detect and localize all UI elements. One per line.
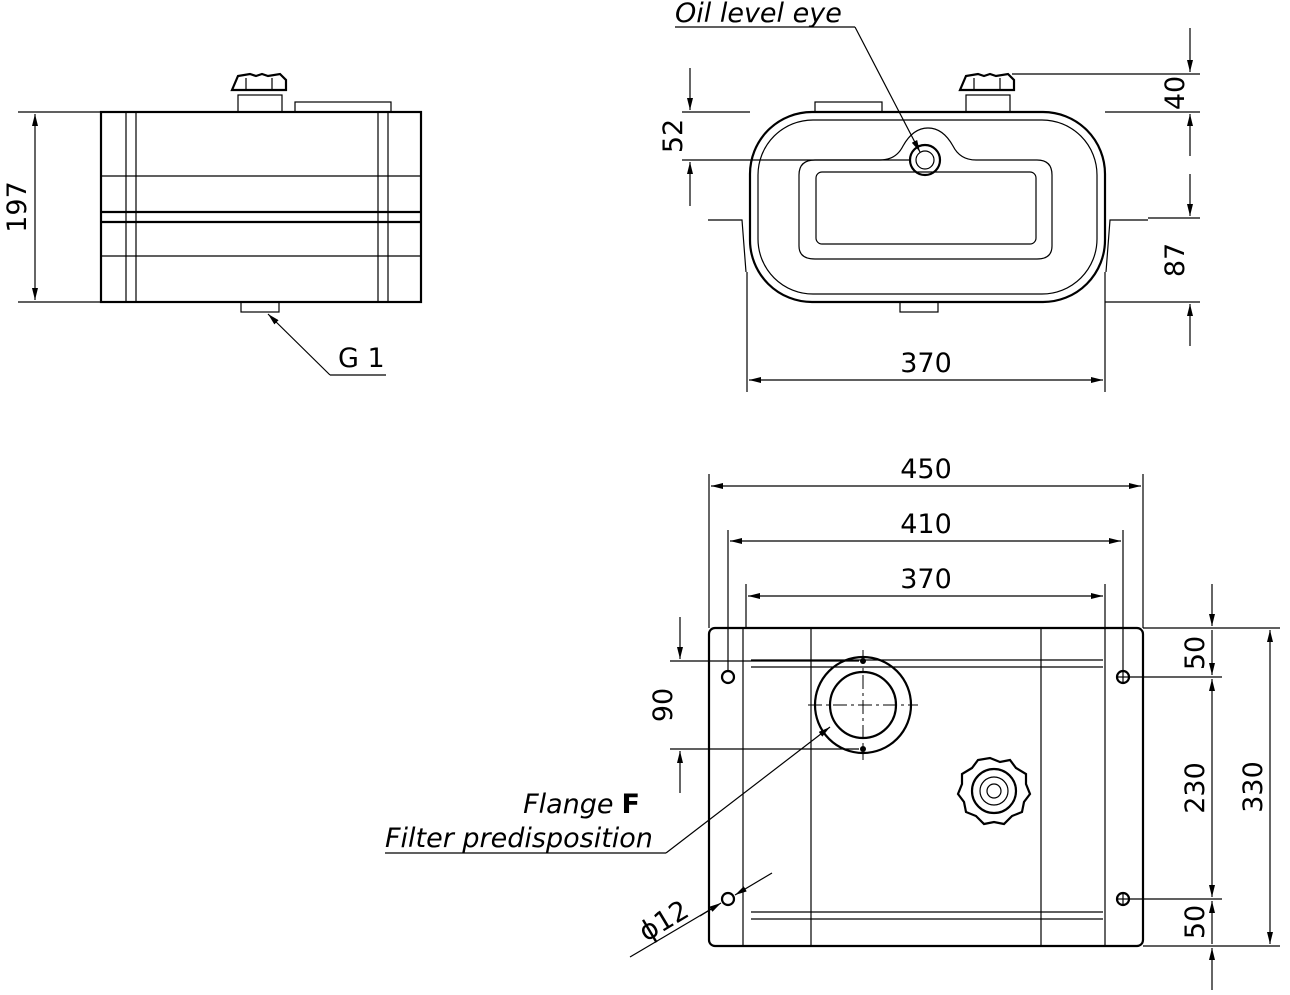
hole-spacing-dimension-410: 410: [727, 509, 1124, 670]
front-view-filler-cap: [958, 72, 1016, 113]
dim-87: 87: [1160, 243, 1191, 277]
dim-52: 52: [658, 119, 689, 153]
oil-level-eye-label: Oil level eye: [675, 0, 842, 29]
eye-dimension-52: 52: [658, 68, 910, 206]
filter-predisposition-label: Filter predisposition: [385, 823, 653, 854]
dim-40: 40: [1160, 76, 1191, 110]
flange-dimension-90: 90: [648, 617, 859, 793]
hole-diameter-label: ϕ12: [634, 895, 695, 948]
side-view: 197 G 1: [2, 72, 423, 376]
lug-dimension-87: 87: [1105, 174, 1200, 346]
dim-50-top: 50: [1180, 636, 1211, 670]
dim-450: 450: [900, 454, 952, 485]
thread-callout: G 1: [267, 313, 386, 376]
dim-230: 230: [1180, 762, 1211, 814]
overall-width-dimension-450: 450: [708, 454, 1144, 628]
front-view-tank-body: [708, 101, 1148, 313]
top-view: 450 410 370 90 50: [385, 454, 1280, 990]
mounting-holes: [720, 669, 1131, 907]
dim-90: 90: [648, 688, 679, 722]
cap-dimension-40: 40: [1012, 28, 1200, 156]
top-view-tank-outline: [707, 626, 1145, 948]
dim-50-bottom: 50: [1180, 905, 1211, 939]
mounting-hole: [720, 669, 736, 685]
thread-label: G 1: [338, 343, 385, 374]
side-view-tank-body: [99, 101, 423, 313]
dim-410: 410: [900, 509, 952, 540]
front-view: Oil level eye 52 40 87 370: [658, 0, 1200, 392]
oil-level-eye: [908, 143, 942, 177]
dim-197: 197: [2, 181, 33, 233]
dim-330: 330: [1238, 761, 1269, 813]
top-view-filler-cap: [956, 756, 1032, 826]
side-view-filler-cap: [230, 72, 288, 113]
height-dimension-197: 197: [2, 111, 101, 303]
dim-370-top: 370: [900, 564, 952, 595]
width-dimension-370: 370: [746, 272, 1106, 392]
body-width-dimension-370: 370: [745, 564, 1106, 628]
right-vertical-dimensions: 50 230 50 330: [1129, 584, 1280, 990]
filter-flange: [808, 650, 918, 760]
mounting-hole: [720, 891, 736, 907]
dim-370-front: 370: [900, 348, 952, 379]
oil-level-callout: Oil level eye: [675, 0, 921, 153]
hole-diameter-callout: ϕ12: [629, 872, 773, 958]
